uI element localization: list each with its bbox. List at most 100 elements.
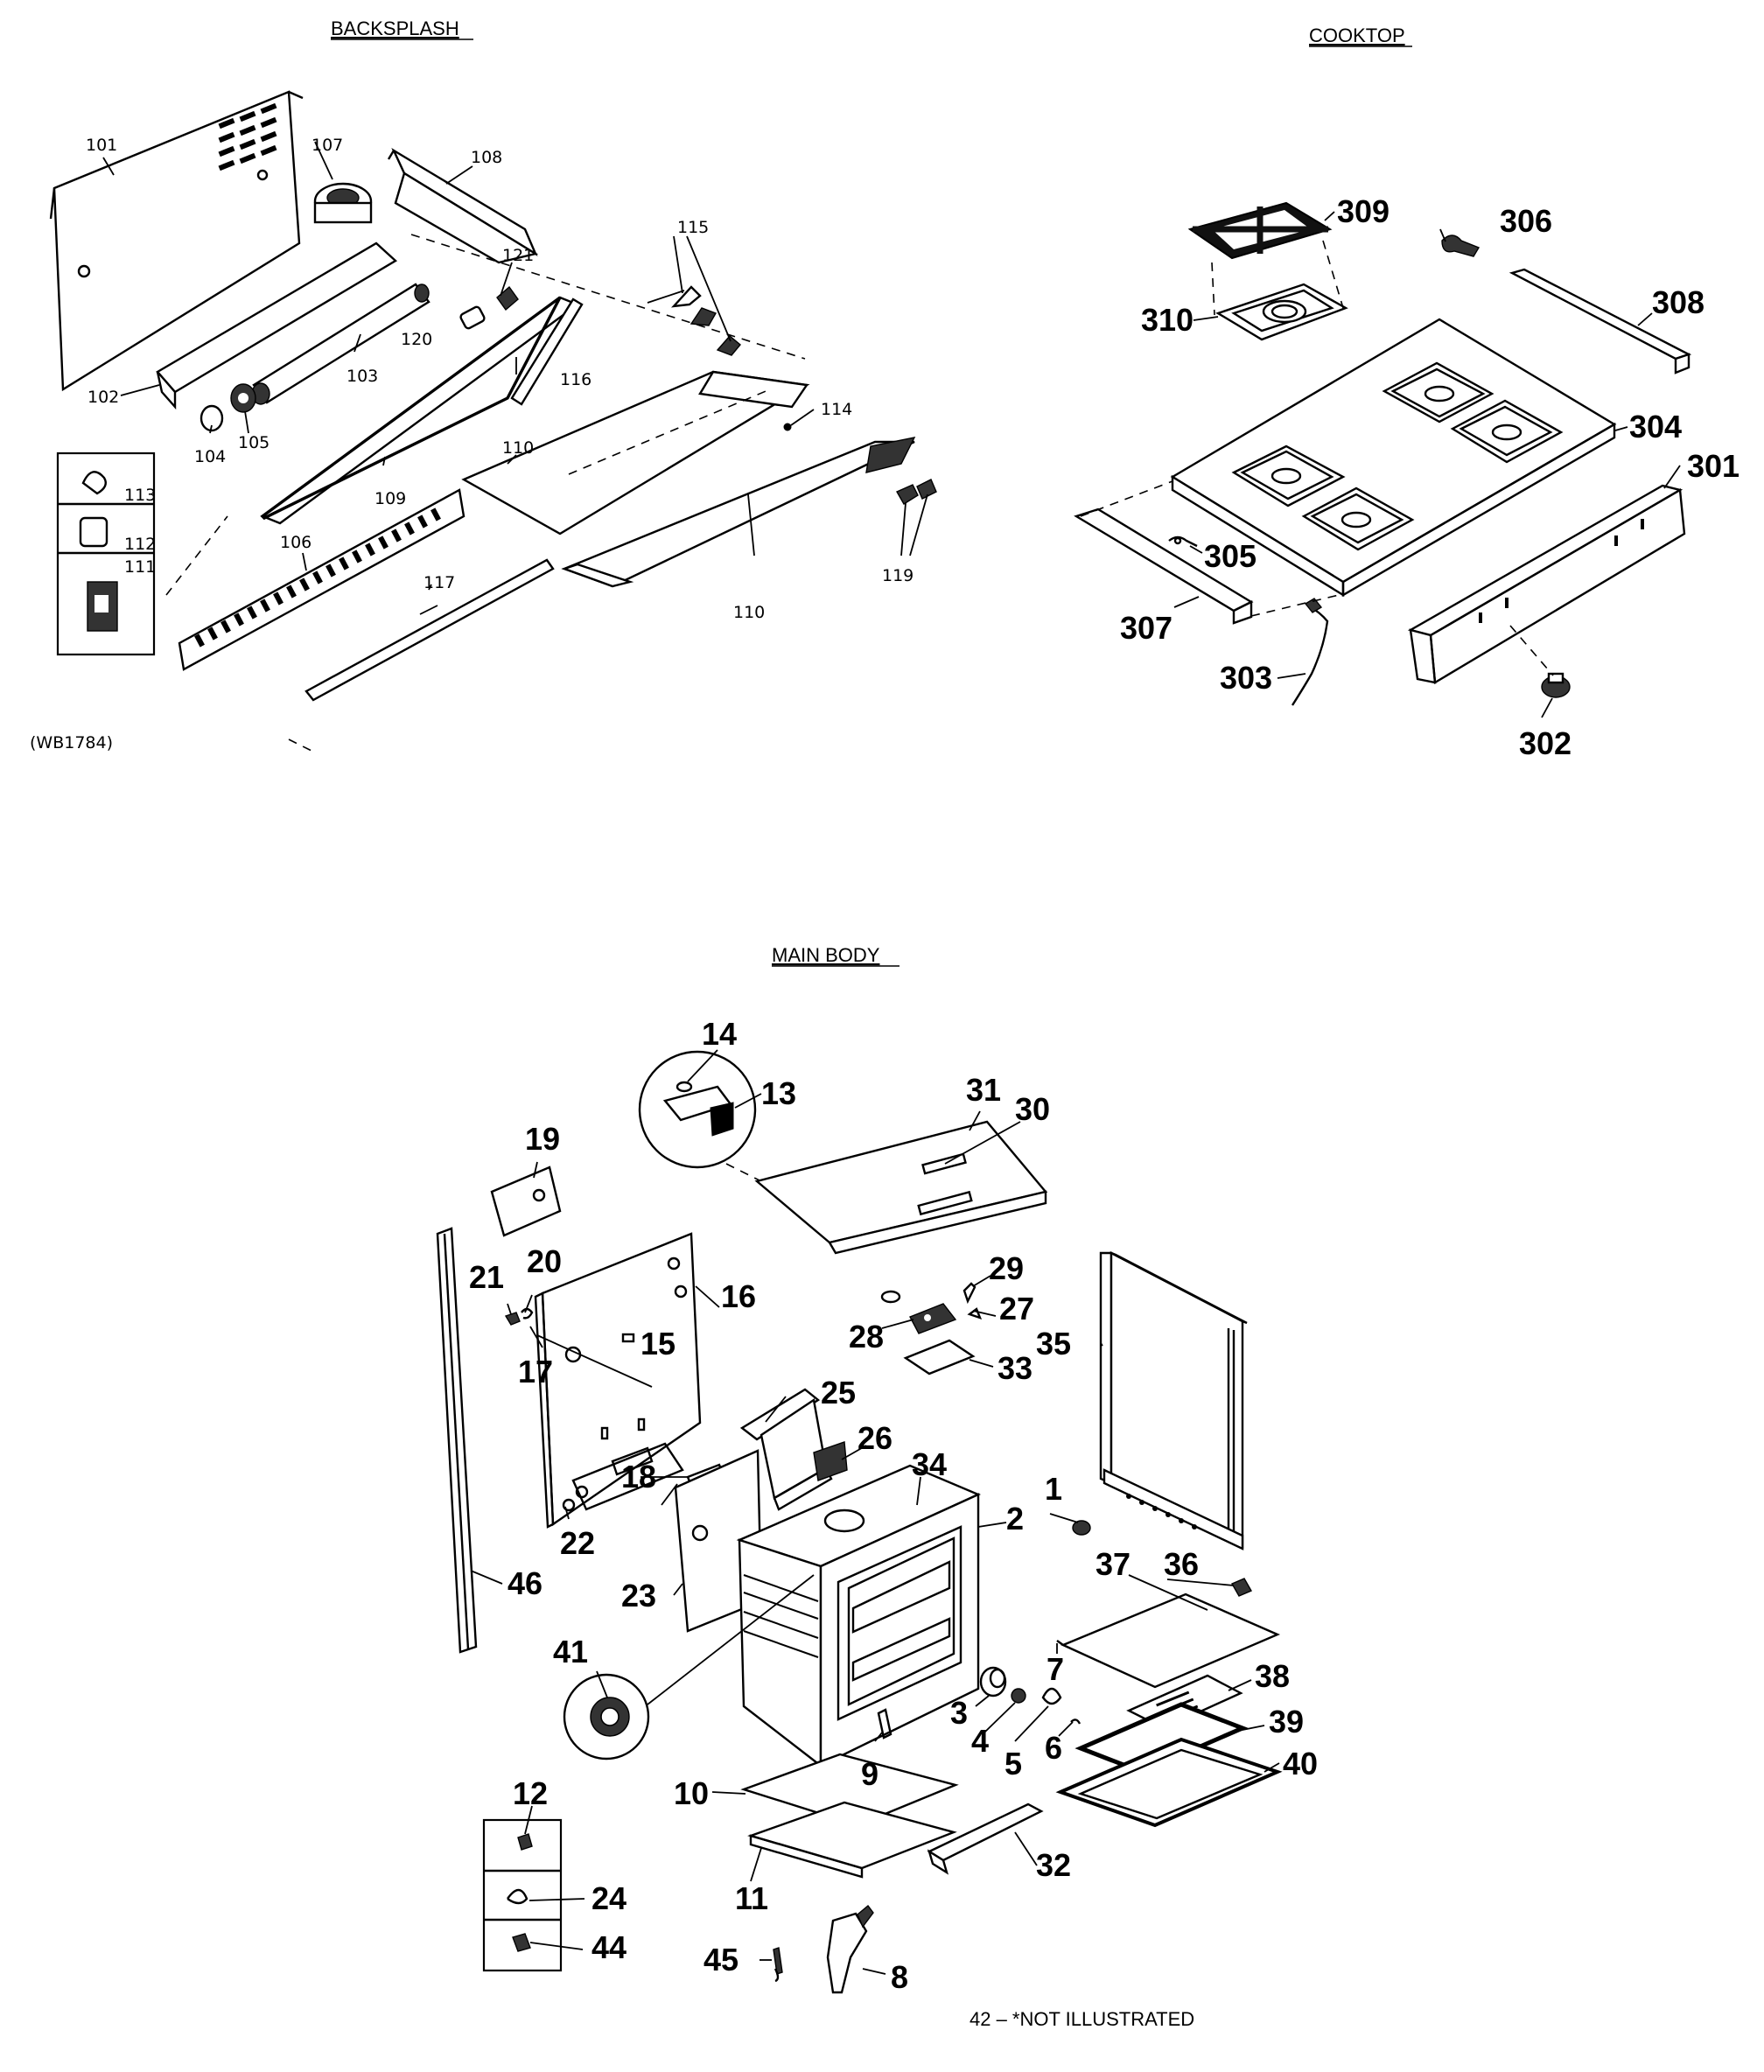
- part-label-108: 108: [471, 148, 502, 167]
- control-knob-302: [1541, 672, 1571, 698]
- part-label-34: 34: [912, 1446, 947, 1482]
- part-label-309: 309: [1337, 193, 1390, 229]
- door-hinge-8: [826, 1904, 874, 1994]
- part-label-119: 119: [882, 566, 914, 585]
- part-label-307: 307: [1120, 610, 1172, 646]
- part-label-106: 106: [280, 533, 312, 552]
- lampholder-105: [230, 383, 256, 413]
- part-label-110b: 110: [733, 603, 765, 622]
- flue-25: [739, 1388, 833, 1511]
- part-label-9: 9: [861, 1756, 878, 1792]
- part-label-23: 23: [621, 1578, 656, 1614]
- main-body-group: 1 2 3 4 5 6 7 8 9 10 11 12 13 14 15 16 1…: [436, 1016, 1318, 2030]
- part-label-308: 308: [1652, 284, 1704, 320]
- part-label-8: 8: [891, 1959, 908, 1995]
- leveling-leg-36: [1231, 1578, 1252, 1597]
- knob-1: [1072, 1520, 1091, 1536]
- section-title-backsplash: BACKSPLASH: [331, 18, 459, 39]
- part-label-39: 39: [1269, 1704, 1304, 1740]
- grommet-4: [1011, 1688, 1026, 1704]
- part-label-121: 121: [502, 246, 534, 265]
- part-label-38: 38: [1255, 1658, 1290, 1694]
- part-label-101: 101: [86, 136, 117, 155]
- vent-grille: [178, 488, 466, 671]
- part-label-12: 12: [513, 1775, 548, 1811]
- boxed-parts-12-24-44: [482, 1818, 563, 1972]
- starter: [459, 305, 486, 330]
- light-channel: [156, 242, 398, 410]
- part-label-109: 109: [374, 489, 406, 508]
- part-label-111: 111: [124, 557, 156, 577]
- part-label-31: 31: [966, 1072, 1001, 1108]
- front-trim-307: [1074, 508, 1254, 625]
- bracket-19: [490, 1166, 562, 1237]
- clip-6: [1070, 1718, 1082, 1725]
- part-label-310: 310: [1141, 302, 1194, 338]
- part-label-14: 14: [702, 1016, 737, 1052]
- clock-component: [313, 182, 373, 224]
- catalog-code: (WB1784): [30, 733, 113, 752]
- part-label-105: 105: [238, 433, 270, 452]
- backsplash-group: 101 102 103 104 105 106 107 108 109 110 …: [30, 90, 937, 753]
- part-label-18: 18: [621, 1459, 656, 1494]
- part-label-3: 3: [950, 1695, 968, 1731]
- part-label-33: 33: [998, 1350, 1032, 1386]
- part-label-13: 13: [761, 1075, 796, 1111]
- pilot-tube-303: [1291, 598, 1329, 706]
- part-label-30: 30: [1015, 1091, 1050, 1127]
- side-panel-16: [534, 1232, 702, 1529]
- end-panel-110b: [561, 437, 916, 588]
- cooktop-group: 301 302 303 304 305 306 307 308 309 310: [1074, 193, 1740, 761]
- backsplash-bracket: [387, 147, 539, 264]
- part-label-24: 24: [592, 1880, 626, 1916]
- end-panel-110a: [461, 370, 810, 536]
- detail-circle-41: [563, 1673, 650, 1760]
- hinge-119: [896, 479, 937, 505]
- boxed-parts-111-113: [56, 452, 156, 656]
- part-label-10: 10: [674, 1775, 709, 1811]
- part-label-112: 112: [124, 535, 156, 554]
- part-label-115: 115: [677, 218, 709, 237]
- part-label-27: 27: [999, 1291, 1034, 1326]
- screw-114: [783, 423, 792, 431]
- oven-cavity-body: [736, 1464, 981, 1768]
- part-label-46: 46: [508, 1565, 542, 1601]
- part-label-113: 113: [124, 486, 156, 505]
- oven-top-31: [754, 1120, 1048, 1255]
- burner-grate: [1187, 201, 1333, 260]
- burner-switch-305: [1168, 536, 1198, 548]
- bracket-9: [877, 1708, 892, 1740]
- drawer-40: [1055, 1737, 1283, 1828]
- part-label-11: 11: [735, 1880, 768, 1916]
- part-label-103: 103: [346, 367, 378, 386]
- part-label-104: 104: [194, 447, 226, 466]
- part-label-45: 45: [704, 1942, 738, 1978]
- bracket-27: [967, 1307, 983, 1320]
- part-label-102: 102: [88, 388, 119, 407]
- glass-clips-115: [670, 285, 741, 356]
- part-label-117: 117: [424, 573, 455, 592]
- part-label-114: 114: [821, 400, 852, 419]
- part-label-116: 116: [560, 370, 592, 389]
- side-trim-46: [436, 1227, 478, 1654]
- base-11: [747, 1801, 957, 1879]
- plate-33: [903, 1339, 976, 1376]
- part-label-4: 4: [971, 1723, 989, 1759]
- kick-plate-32: [927, 1802, 1044, 1875]
- part-label-21: 21: [469, 1259, 504, 1295]
- cooktop-main-surface: [1170, 318, 1617, 598]
- burner-bowl: [1215, 283, 1348, 341]
- part-label-6: 6: [1045, 1730, 1062, 1766]
- oven-door-35: [1099, 1251, 1248, 1550]
- part-label-7: 7: [1046, 1651, 1064, 1687]
- part-label-1: 1: [1045, 1471, 1062, 1507]
- part-label-302: 302: [1519, 725, 1572, 761]
- section-title-main-body: MAIN BODY: [772, 944, 880, 966]
- trim-rod-117: [304, 558, 555, 702]
- spring-clips-17-21: [504, 1307, 534, 1326]
- probe-29: [962, 1282, 976, 1305]
- starter-socket: [496, 285, 519, 312]
- part-label-120: 120: [401, 330, 432, 349]
- part-label-301: 301: [1687, 448, 1740, 484]
- part-label-110a: 110: [502, 438, 534, 458]
